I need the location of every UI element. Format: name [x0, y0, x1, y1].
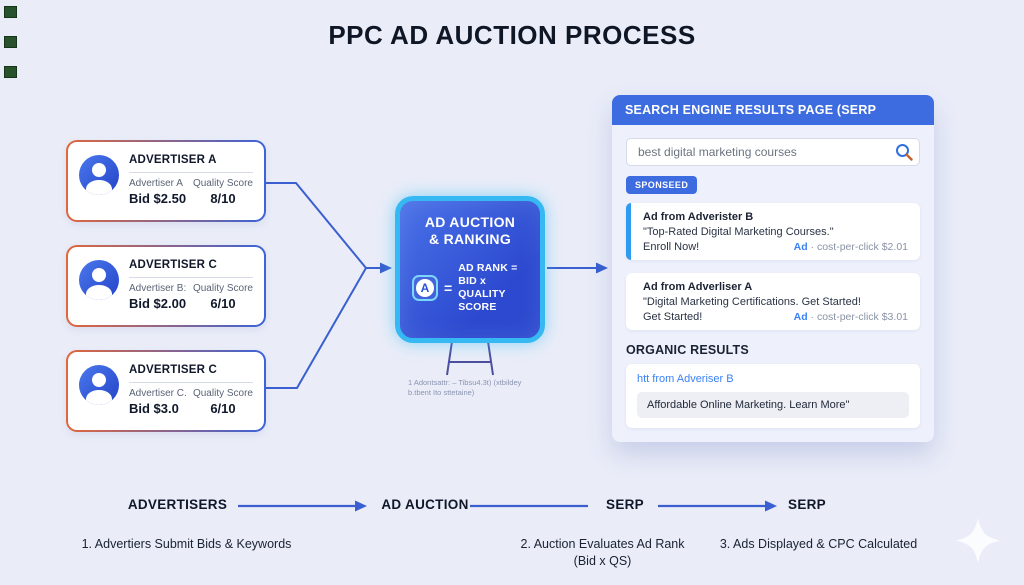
divider	[129, 382, 253, 383]
organic-result-link[interactable]: htt from Adveriser B	[637, 373, 734, 385]
advertiser-card-a: ADVERTISER A Advertiser A Bid $2.50 Qual…	[66, 140, 266, 222]
ad-cpc-meta: Ad · cost-per-click $3.01	[794, 311, 908, 323]
advertiser-name: Advertiser A	[129, 178, 183, 189]
ad-label: Ad	[793, 311, 808, 323]
auction-title-line1: AD AUCTION	[424, 214, 516, 230]
advertiser-bid: Bid $3.0	[129, 401, 179, 416]
ad-result-cta[interactable]: Enroll Now!	[643, 241, 700, 253]
cpc-value: · cost-per-click $2.01	[810, 241, 908, 253]
flow-stage-ad-auction: AD AUCTION	[381, 497, 469, 512]
ladder-caption-line2: b.tbent Ito sttetaine)	[408, 388, 475, 397]
advertiser-card-b: ADVERTISER C Advertiser B: Bid $2.00 Qua…	[66, 245, 266, 327]
flow-step-2: 2. Auction Evaluates Ad Rank (Bid x QS)	[505, 536, 700, 570]
search-icon[interactable]	[895, 143, 913, 161]
advertiser-name: Advertiser B:	[129, 283, 187, 294]
user-avatar-icon	[79, 260, 119, 300]
ad-result-title[interactable]: Ad from Adverliser A	[643, 281, 753, 293]
advertiser-name: Advertiser C.	[129, 388, 187, 399]
auction-title-line2: & RANKING	[428, 231, 512, 247]
ad-rank-icon: A	[412, 275, 438, 301]
quality-score-value: 6/10	[210, 401, 236, 416]
formula-line1: AD RANK = BID x	[458, 262, 518, 287]
flow-step-2-line1: 2. Auction Evaluates Ad Rank	[520, 537, 685, 551]
ad-result-description: "Digital Marketing Certifications. Get S…	[643, 296, 861, 308]
flow-stage-advertisers: ADVERTISERS	[127, 497, 228, 512]
divider	[129, 277, 253, 278]
cpc-value: · cost-per-click $3.01	[810, 311, 908, 323]
ad-result-title[interactable]: Ad from Adverister B	[643, 211, 754, 223]
search-input[interactable]	[626, 138, 920, 166]
organic-result[interactable]: htt from Adveriser B Affordable Online M…	[626, 364, 920, 428]
sponsored-badge: SPONSEED	[626, 176, 698, 194]
sponsored-ad-result-1[interactable]: Ad from Adverister B "Top-Rated Digital …	[626, 203, 920, 260]
equals-sign: =	[444, 280, 453, 296]
advertiser-card-title: ADVERTISER C	[129, 259, 218, 271]
advertiser-card-title: ADVERTISER A	[129, 154, 217, 166]
quality-score-value: 8/10	[210, 191, 236, 206]
ladder-caption-line1: 1 Adontsattr: – Tibsu4.3t) (xtbildey	[408, 378, 522, 387]
user-avatar-icon	[79, 155, 119, 195]
quality-score-label: Quality Score	[192, 178, 253, 189]
search-bar	[626, 138, 920, 166]
ad-cpc-meta: Ad · cost-per-click $2.01	[794, 241, 908, 253]
advertiser-card-c: ADVERTISER C Advertiser C. Bid $3.0 Qual…	[66, 350, 266, 432]
quality-score-value: 6/10	[210, 296, 236, 311]
user-avatar-icon	[79, 365, 119, 405]
corner-marker	[4, 6, 17, 18]
organic-result-snippet: Affordable Online Marketing. Learn More"	[637, 392, 909, 418]
divider	[129, 172, 253, 173]
flow-stage-serp-2: SERP	[788, 497, 826, 512]
quality-score-label: Quality Score	[192, 388, 253, 399]
sponsored-ad-result-2[interactable]: Ad from Adverliser A "Digital Marketing …	[626, 273, 920, 330]
quality-score-label: Quality Score	[192, 283, 253, 294]
advertiser-bid: Bid $2.50	[129, 191, 187, 206]
flow-step-3: 3. Ads Displayed & CPC Calculated	[719, 537, 918, 551]
serp-header: SEARCH ENGINE RESULTS PAGE (SERP	[612, 95, 934, 125]
ladder-caption: 1 Adontsattr: – Tibsu4.3t) (xtbildey b.t…	[408, 378, 548, 398]
formula-line2: QUALITY SCORE	[458, 288, 506, 313]
page-title: PPC AD AUCTION PROCESS	[328, 20, 696, 50]
ad-result-cta[interactable]: Get Started!	[643, 311, 703, 323]
ad-rank-formula: AD RANK = BID x QUALITY SCORE	[458, 262, 530, 314]
ad-rank-icon-letter: A	[416, 279, 434, 297]
flow-stage-serp-1: SERP	[606, 497, 644, 512]
auction-title: AD AUCTION & RANKING	[410, 214, 530, 248]
flow-step-1: 1. Advertiers Submit Bids & Keywords	[81, 537, 292, 551]
advertiser-card-title: ADVERTISER C	[129, 364, 218, 376]
ad-label: Ad	[793, 241, 808, 253]
ad-result-description: "Top-Rated Digital Marketing Courses."	[643, 226, 834, 238]
ad-auction-box: AD AUCTION & RANKING A = AD RANK = BID x…	[395, 196, 545, 343]
corner-marker	[4, 36, 17, 48]
corner-marker	[4, 66, 17, 78]
sparkle-icon	[956, 518, 1000, 563]
flow-step-2-line2: (Bid x QS)	[573, 554, 632, 568]
organic-results-header: ORGANIC RESULTS	[626, 343, 749, 357]
serp-panel: SEARCH ENGINE RESULTS PAGE (SERP SPONSEE…	[612, 95, 934, 442]
advertiser-bid: Bid $2.00	[129, 296, 187, 311]
